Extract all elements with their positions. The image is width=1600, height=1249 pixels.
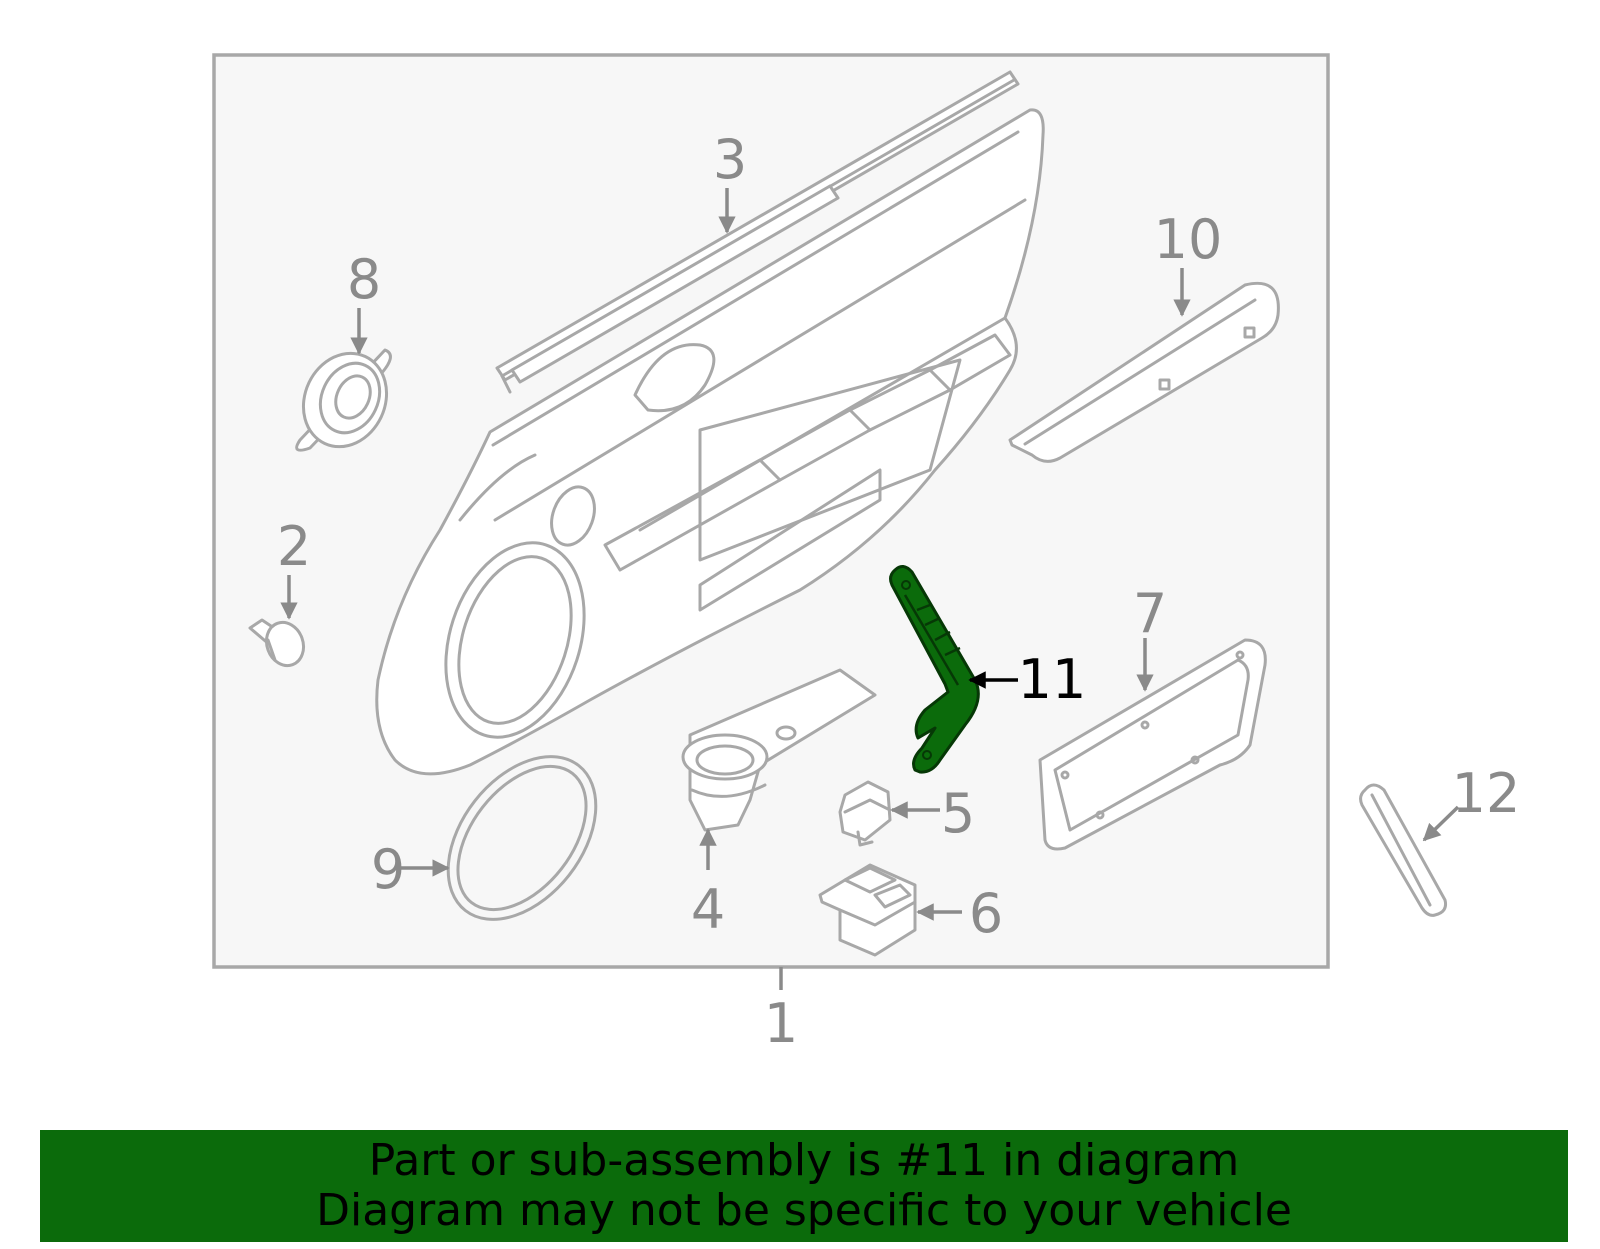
callout-10[interactable]: 10 [1154,208,1223,271]
callout-11[interactable]: 11 [1018,648,1087,711]
callout-12[interactable]: 12 [1452,762,1521,825]
callout-4[interactable]: 4 [691,878,725,941]
part-12-handle[interactable] [1359,783,1447,917]
callout-5[interactable]: 5 [941,782,975,845]
banner-line-disclaimer: Diagram may not be specific to your vehi… [316,1185,1292,1236]
info-banner: Part or sub-assembly is #11 in diagram D… [40,1130,1568,1242]
callout-2[interactable]: 2 [277,515,311,578]
part-2-clip[interactable] [248,617,309,671]
part-4-cup-holder[interactable] [681,668,877,832]
part-1-door-trim-panel[interactable] [375,108,1045,776]
callout-8[interactable]: 8 [347,248,381,311]
callout-1[interactable]: 1 [764,992,798,1055]
leader-12 [1422,805,1460,842]
part-5-switch[interactable] [838,780,892,847]
callout-6[interactable]: 6 [969,882,1003,945]
part-3-belt-moulding[interactable] [495,70,1020,394]
callout-9[interactable]: 9 [371,838,405,901]
callout-7[interactable]: 7 [1133,582,1167,645]
part-6-window-switch[interactable] [818,863,917,957]
part-10-armrest-cover[interactable] [1008,281,1280,463]
callout-3[interactable]: 3 [713,128,747,191]
part-9-gasket-ring[interactable] [418,729,626,948]
part-8-speaker[interactable] [288,340,401,461]
banner-line-part: Part or sub-assembly is #11 in diagram [368,1135,1240,1186]
part-7-map-pocket[interactable] [1038,638,1267,851]
